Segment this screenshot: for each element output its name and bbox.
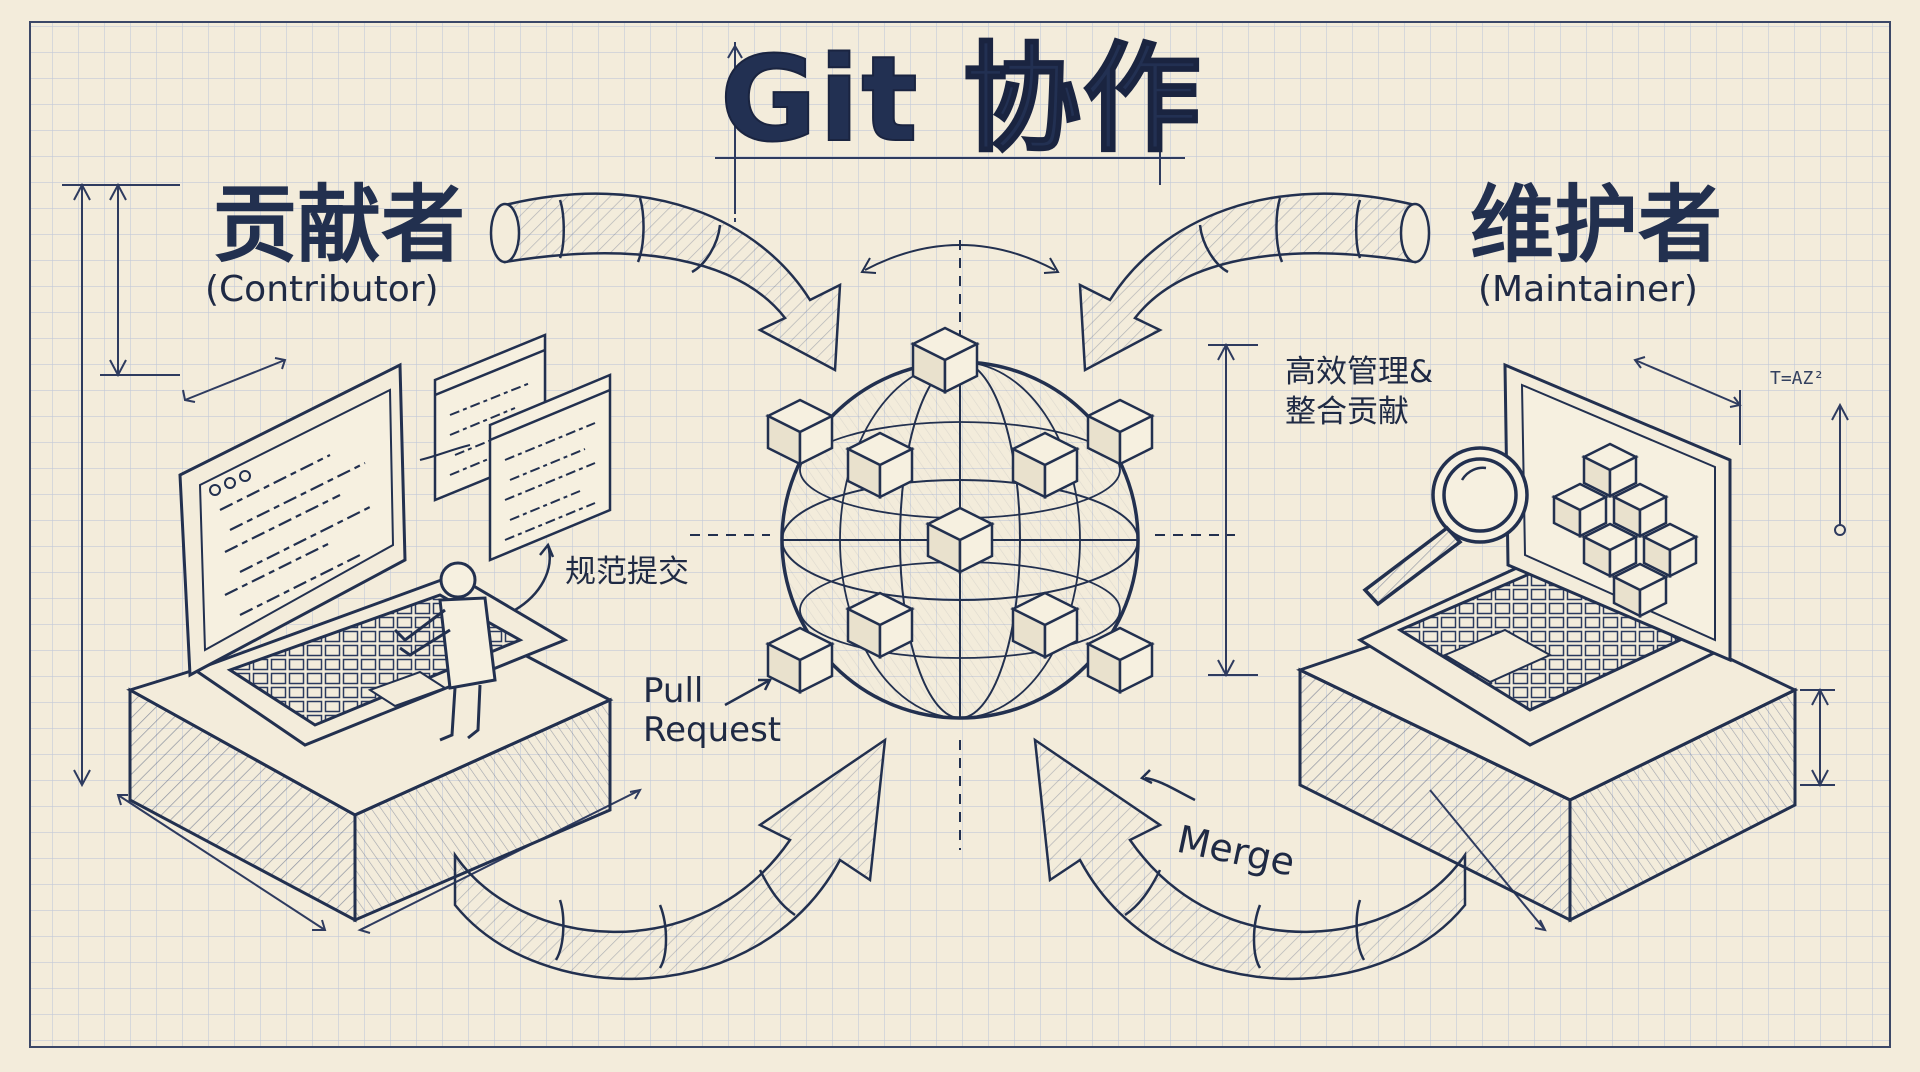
arrow-top-left — [489, 192, 842, 373]
formula-annotation: T=AZ² — [1770, 368, 1825, 389]
maintainer-name-cn: 维护者 — [1470, 176, 1723, 274]
globe-cube-8-right — [798, 641, 834, 695]
maintainer-note-line2: 整合贡献 — [1285, 394, 1409, 431]
stack-cube-1-right — [1578, 494, 1608, 539]
contributor-name-cn: 贡献者 — [213, 176, 466, 274]
pull-request-label: Pull Request — [643, 671, 782, 751]
annotation-pointers — [514, 542, 1196, 802]
pull-request-line1: Pull — [643, 671, 704, 711]
maintainer-note: 高效管理& 整合贡献 — [1285, 352, 1433, 433]
arrow-top-right — [1078, 192, 1431, 373]
developer-figure — [393, 561, 497, 742]
globe-cube-1-right — [798, 413, 834, 467]
globe-cube-5-right — [958, 521, 994, 575]
contributor-name-en: (Contributor) — [205, 269, 439, 310]
stack-cube-5-right — [1638, 574, 1668, 619]
stack-cube-3-right — [1608, 534, 1638, 579]
commit-label: 规范提交 — [565, 554, 689, 590]
globe-cube-3-right — [878, 446, 914, 500]
globe-cube-7-right — [1043, 606, 1079, 660]
stack-cube-4-right — [1668, 534, 1698, 579]
dimension-lines-right — [1208, 342, 1849, 932]
maintainer-note-line1: 高效管理& — [1285, 354, 1434, 390]
globe-cube-4-right — [1043, 446, 1079, 500]
stack-cube-0-right — [1608, 454, 1638, 499]
globe-cube-2-right — [1118, 413, 1154, 467]
globe-cube-0-right — [943, 341, 979, 395]
title-guides — [715, 42, 1185, 222]
code-windows — [419, 333, 612, 562]
magnifier-icon — [1362, 446, 1529, 607]
stacked-commit-cubes — [1551, 442, 1699, 619]
stack-cube-2-right — [1638, 494, 1668, 539]
arrow-merge — [1033, 737, 1467, 980]
maintainer-name-en: (Maintainer) — [1478, 269, 1698, 310]
globe-cube-9-right — [1118, 641, 1154, 695]
arrow-pull-request — [453, 737, 887, 980]
commit-cubes — [765, 326, 1155, 695]
pull-request-line2: Request — [643, 710, 782, 751]
frame-border — [29, 21, 1891, 1048]
globe-cube-6-right — [878, 606, 914, 660]
diagram-title: Git 协作 — [719, 30, 1203, 168]
